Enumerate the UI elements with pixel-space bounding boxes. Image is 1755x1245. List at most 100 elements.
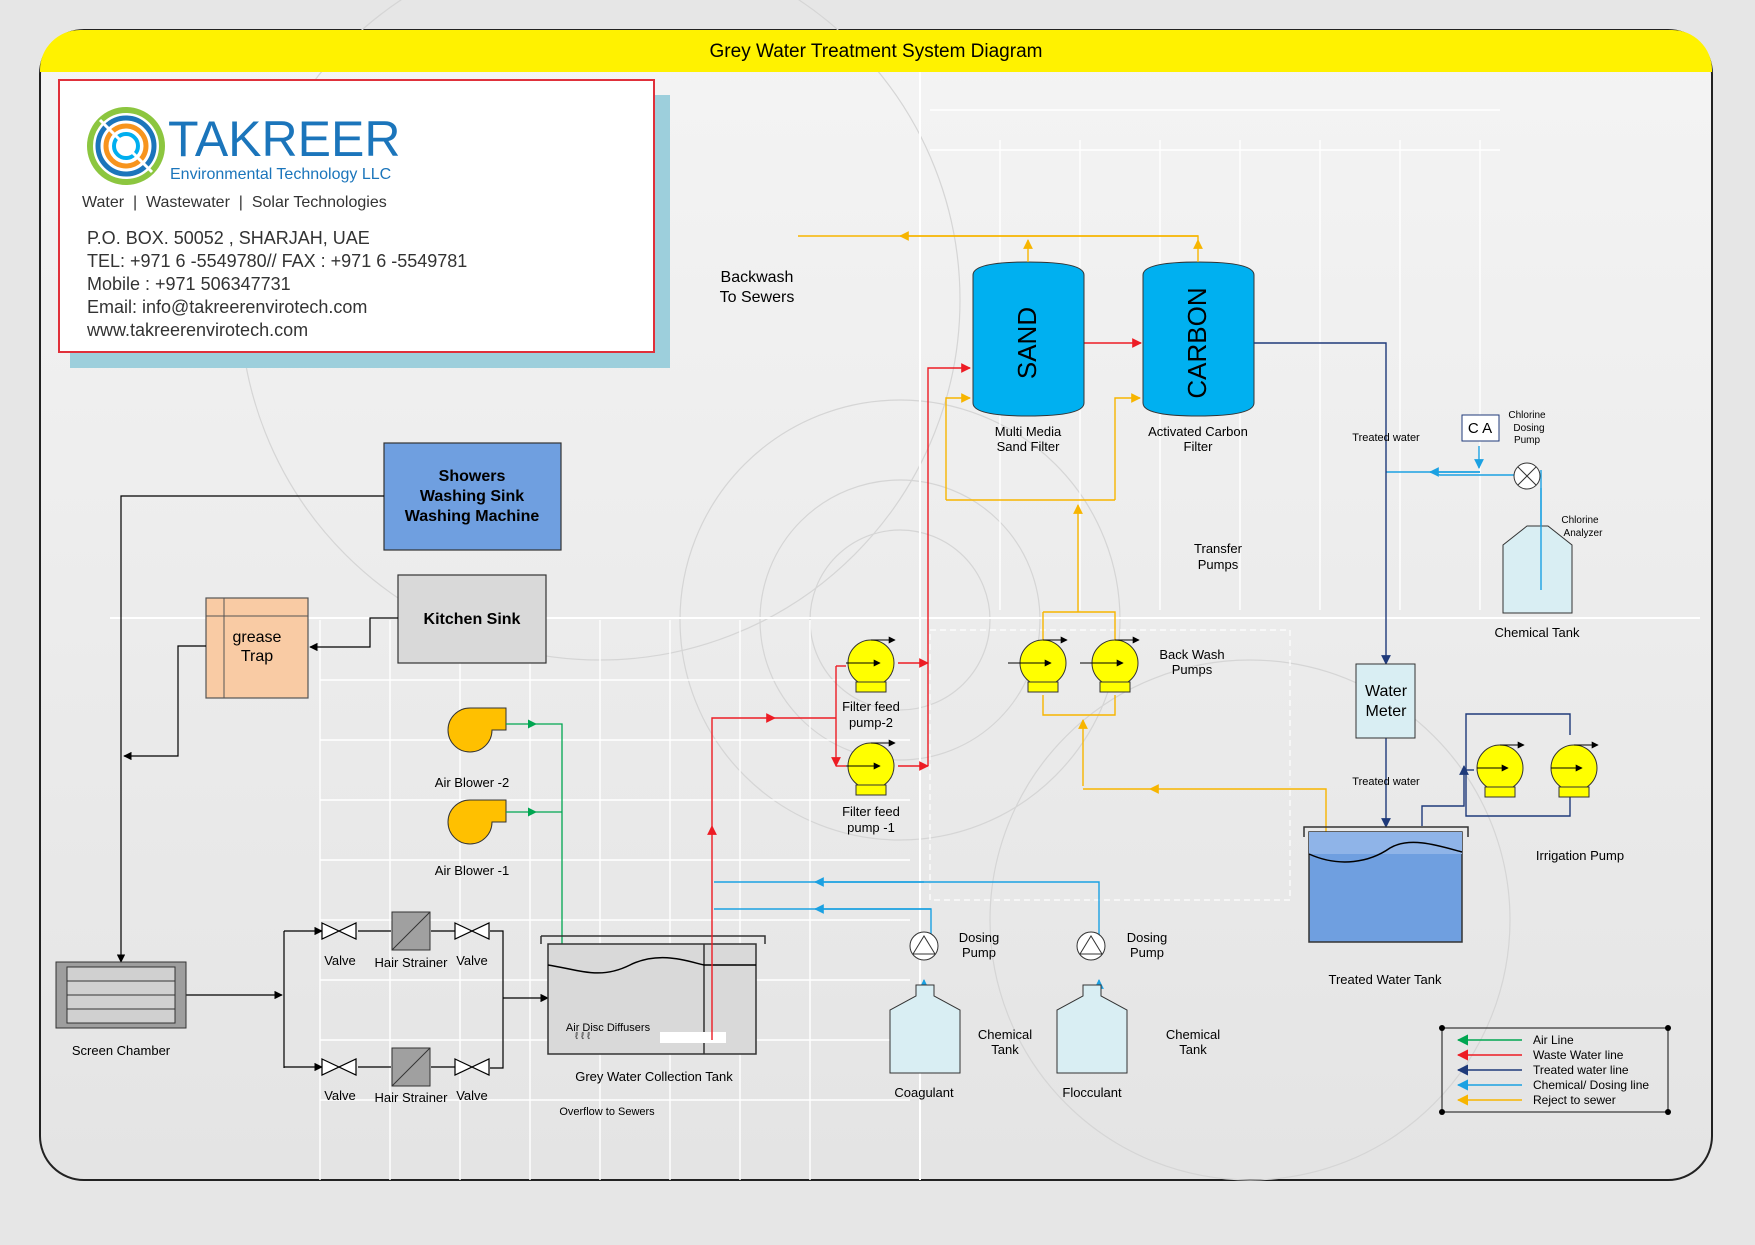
legend-label: Chemical/ Dosing line: [1533, 1078, 1649, 1092]
air-blower-1-label: Air Blower -1: [435, 863, 509, 878]
grease-label: grease: [233, 629, 282, 646]
dosing-pump-label: Pump: [962, 945, 996, 960]
valve-label: Valve: [456, 953, 488, 968]
valve-bottom-left[interactable]: Valve: [321, 1058, 357, 1103]
back-wash-pump-left: [1008, 636, 1068, 693]
chlorine-dosing-pump: [1513, 462, 1541, 490]
showers-box: Showers Washing Sink Washing Machine: [383, 442, 562, 551]
valve-top-left[interactable]: Valve: [321, 922, 357, 968]
screen-chamber-label: Screen Chamber: [72, 1043, 171, 1058]
air-lines: [506, 719, 567, 1037]
hair-strainer-label: Hair Strainer: [375, 1090, 449, 1105]
transfer-pumps-label: Pumps: [1198, 557, 1239, 572]
screen-chamber: Screen Chamber: [55, 961, 187, 1058]
carbon-filter: CARBON Activated Carbon Filter: [1142, 261, 1255, 454]
back-wash-pumps-label: Pumps: [1172, 662, 1213, 677]
company-mobile: Mobile : +971 506347731: [87, 274, 291, 294]
chemical-tank-label: Chemical: [978, 1027, 1032, 1042]
company-name: TAKREER: [168, 111, 400, 167]
water-meter-label: Meter: [1366, 703, 1408, 720]
legend-label: Waste Water line: [1533, 1048, 1624, 1062]
legend-label: Treated water line: [1533, 1063, 1629, 1077]
company-email: Email: info@takreerenvirotech.com: [87, 297, 367, 317]
chemical-tank-label: Tank: [991, 1042, 1019, 1057]
company-address: P.O. BOX. 50052 , SHARJAH, UAE: [87, 228, 370, 248]
irrigation-pump-left: [1476, 741, 1525, 798]
dosing-pump-flocculant: Dosing Pump: [1076, 930, 1167, 961]
backwash-label: Backwash: [721, 269, 794, 286]
page-title: Grey Water Treatment System Diagram: [710, 41, 1043, 62]
chlorine-analyzer-label: Chlorine: [1561, 515, 1599, 526]
legend-label: Reject to sewer: [1533, 1093, 1616, 1107]
hair-strainer-top: Hair Strainer: [375, 911, 449, 970]
diffuser-marks: ℓ ℓ ℓ: [575, 1031, 591, 1042]
pump-label: Filter feed: [842, 699, 900, 714]
company-tagline: Water | Wastewater | Solar Technologies: [82, 194, 387, 211]
chlorine-analyzer-box: C A: [1461, 414, 1500, 442]
filter-feed-pump-2: Filter feed pump-2: [842, 636, 900, 730]
grey-water-collection-tank: Air Disc Diffusers ℓ ℓ ℓ Grey Water Coll…: [540, 935, 766, 1118]
source-piping: [116, 495, 549, 1072]
kitchen-sink-label: Kitchen Sink: [424, 611, 521, 628]
washing-machine-label: Washing Machine: [405, 508, 540, 525]
legend-label: Air Line: [1533, 1033, 1574, 1047]
dosing-pump-coagulant: Dosing Pump: [909, 930, 999, 961]
valve-top-right[interactable]: Valve: [454, 922, 490, 968]
valve-label: Valve: [324, 1088, 356, 1103]
waste-water-lines: [707, 338, 1142, 1040]
air-blower-2: Air Blower -2: [435, 707, 509, 790]
reject-lines: [798, 231, 1327, 900]
pump-label: pump -1: [847, 820, 895, 835]
valve-bottom-right[interactable]: Valve: [454, 1058, 490, 1103]
irrigation-pump-label: Irrigation Pump: [1536, 848, 1624, 863]
chemical-tank-right-label: Chemical Tank: [1494, 625, 1580, 640]
pump-label: Filter feed: [842, 804, 900, 819]
chlorine-dosing-pump-label: Dosing: [1513, 423, 1544, 434]
treated-water-lines: [1254, 342, 1571, 828]
kitchen-sink-box: Kitchen Sink: [397, 574, 547, 664]
title-bar: Grey Water Treatment System Diagram: [40, 30, 1712, 72]
sand-filter-label: Sand Filter: [997, 439, 1061, 454]
flocculant-tank: Chemical Tank Flocculant: [1056, 984, 1220, 1100]
company-logo-icon: [87, 107, 165, 185]
company-phone: TEL: +971 6 -5549780// FAX : +971 6 -554…: [87, 251, 467, 271]
air-disc-diffusers-label: Air Disc Diffusers: [566, 1022, 651, 1034]
back-wash-pump-right: [1080, 636, 1140, 693]
dosing-pump-label: Pump: [1130, 945, 1164, 960]
grease-trap: grease Trap: [205, 597, 309, 699]
chlorine-analyzer-label: Analyzer: [1564, 528, 1604, 539]
air-blower-1: Air Blower -1: [435, 799, 509, 878]
chlorine-dosing-pump-label: Chlorine: [1508, 410, 1546, 421]
pump-label: pump-2: [849, 715, 893, 730]
air-blower-2-label: Air Blower -2: [435, 775, 509, 790]
sand-filter: SAND Multi Media Sand Filter: [972, 261, 1085, 454]
water-meter: Water Meter: [1355, 663, 1416, 739]
coagulant-tank: Chemical Tank Coagulant: [889, 984, 1032, 1100]
carbon-filter-label: Activated Carbon: [1148, 424, 1248, 439]
ca-label: C A: [1468, 420, 1492, 437]
valve-label: Valve: [456, 1088, 488, 1103]
irrigation-pump-right: [1550, 741, 1599, 798]
carbon-label: CARBON: [1182, 287, 1212, 398]
sand-filter-label: Multi Media: [995, 424, 1062, 439]
coagulant-label: Coagulant: [894, 1085, 954, 1100]
trap-label: Trap: [241, 648, 273, 665]
treated-water-label: Treated water: [1352, 776, 1420, 788]
chlorine-dosing-pump-label: Pump: [1514, 435, 1541, 446]
company-subtitle: Environmental Technology LLC: [170, 166, 391, 183]
overflow-label: Overflow to Sewers: [559, 1106, 655, 1118]
to-sewers-label: To Sewers: [720, 289, 795, 306]
chemical-tank-label: Tank: [1179, 1042, 1207, 1057]
flocculant-label: Flocculant: [1062, 1085, 1122, 1100]
treated-water-tank-label: Treated Water Tank: [1329, 972, 1442, 987]
transfer-pumps-label: Transfer: [1194, 541, 1243, 556]
company-card: TAKREER Environmental Technology LLC Wat…: [58, 79, 670, 368]
chemical-tank-label: Chemical: [1166, 1027, 1220, 1042]
hair-strainer-label: Hair Strainer: [375, 955, 449, 970]
treated-water-label: Treated water: [1352, 432, 1420, 444]
company-website: www.takreerenvirotech.com: [86, 320, 308, 340]
water-meter-label: Water: [1365, 683, 1408, 700]
